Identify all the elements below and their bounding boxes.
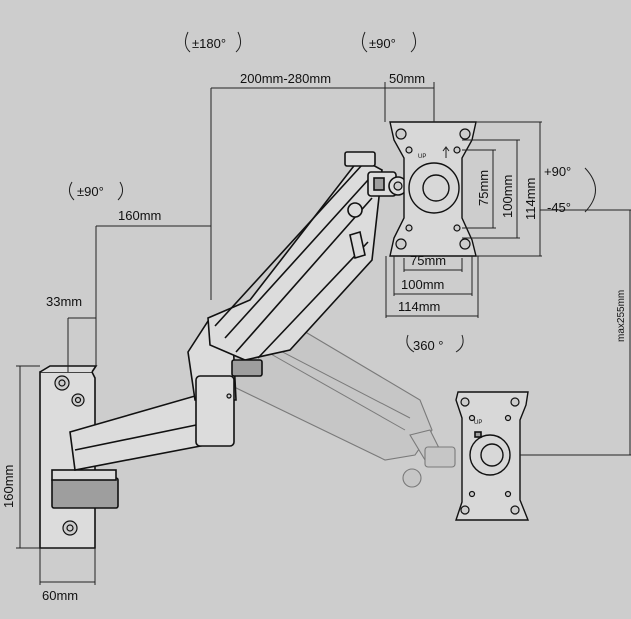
- label-arm-swivel: ±180°: [192, 36, 226, 51]
- label-head-offset: 50mm: [389, 71, 425, 86]
- arrow-arc-tilt: [584, 167, 596, 213]
- arrow-arc-180-right: [235, 31, 242, 53]
- label-tilt-up: +90°: [544, 164, 571, 179]
- label-height-range: max255mm: [616, 290, 627, 342]
- arrow-arc-rotate-left: [406, 334, 415, 353]
- label-arm-length: 200mm-280mm: [240, 71, 331, 86]
- label-vesa-v100: 100mm: [500, 175, 515, 218]
- lower-arm: [69, 317, 237, 471]
- label-plate-width: 60mm: [42, 588, 78, 603]
- label-lower-arm: 160mm: [118, 208, 161, 223]
- label-ghost-plate-up: UP: [474, 420, 482, 426]
- label-plate-up: UP: [418, 154, 426, 160]
- lowered-vesa-plate: [455, 391, 530, 521]
- labels: ±180° ±90° ±90° +90° -45° 360 ° 200mm-28…: [1, 36, 627, 603]
- arrow-arc-180-left: [184, 31, 191, 53]
- arrow-arc-90-left: [361, 31, 368, 53]
- arrow-arc-wall-right: [117, 181, 124, 201]
- label-vesa-h75: 75mm: [410, 253, 446, 268]
- label-tilt-down: -45°: [547, 200, 571, 215]
- rotation-arrows: [68, 31, 596, 353]
- label-vesa-v114: 114mm: [523, 178, 538, 220]
- wall-plate: [39, 365, 119, 549]
- arrow-arc-rotate-right: [455, 334, 464, 353]
- dimension-lines: [16, 82, 631, 585]
- arrow-arc-wall-left: [68, 181, 75, 201]
- label-vesa-v75: 75mm: [476, 170, 491, 206]
- label-wall-swivel: ±90°: [77, 184, 104, 199]
- upper-arm: [207, 151, 383, 377]
- label-head-swivel: ±90°: [369, 36, 396, 51]
- tilt-head: [367, 171, 408, 197]
- label-vesa-h100: 100mm: [401, 277, 444, 292]
- label-wall-offset: 33mm: [46, 294, 82, 309]
- label-plate-height: 160mm: [1, 465, 16, 508]
- arrow-arc-90-right: [410, 31, 417, 53]
- label-rotation: 360 °: [413, 338, 444, 353]
- vesa-plate: [389, 121, 477, 257]
- label-vesa-h114: 114mm: [398, 299, 440, 314]
